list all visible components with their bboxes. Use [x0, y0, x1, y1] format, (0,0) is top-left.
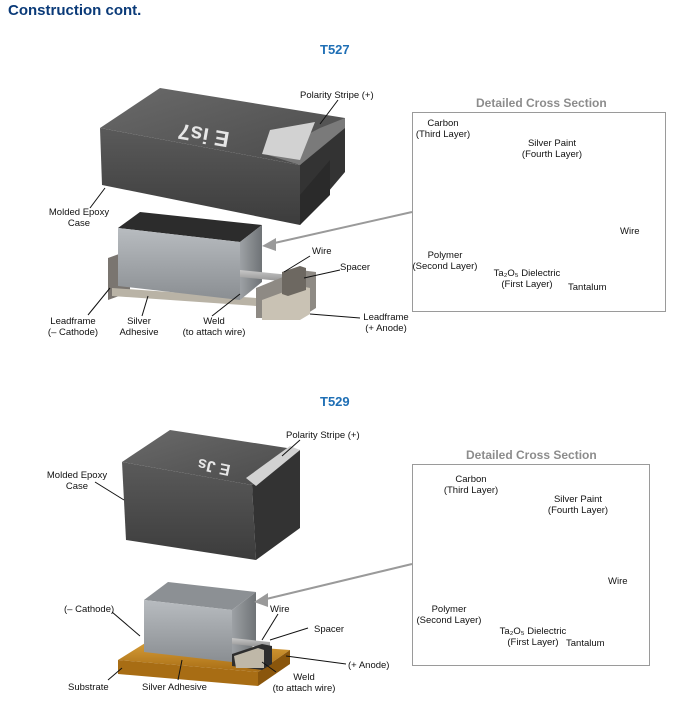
t529-case-marking: E Js [196, 455, 232, 478]
t529-xs-label-polymer-line1: Polymer [431, 604, 467, 615]
t527-xs-label-polymer-line2: (Second Layer) [412, 261, 478, 272]
t529-polarity-stripe [246, 446, 300, 486]
t529-label-substrate: Substrate [68, 682, 109, 693]
t529-xs-label-dielectric-line2: (First Layer) [507, 637, 559, 648]
t527-xs-label-silver-paint: Silver Paint (Fourth Layer) [512, 138, 592, 160]
t529-label-molded-epoxy-line1: Molded Epoxy [46, 470, 108, 481]
t529-xs-label-dielectric: Ta₂O₅ Dielectric (First Layer) [490, 626, 576, 648]
t527-label-leadframe-anode-line1: Leadframe [363, 312, 409, 323]
t529-label-anode: (+ Anode) [348, 660, 390, 671]
t529-cross-section-box [412, 464, 650, 666]
t527-xs-label-dielectric: Ta₂O₅ Dielectric (First Layer) [484, 268, 570, 290]
t527-label-molded-epoxy: Molded Epoxy Case [42, 207, 116, 229]
t527-model-title: T527 [320, 42, 350, 57]
t529-xs-label-silver-paint-line1: Silver Paint [553, 494, 603, 505]
t527-xs-label-carbon-line2: (Third Layer) [415, 129, 471, 140]
t527-label-leadframe-cathode-line1: Leadframe [50, 316, 96, 327]
t529-label-cathode: (– Cathode) [64, 604, 115, 615]
t529-label-weld-line2: (to attach wire) [272, 683, 336, 694]
t527-xs-label-polymer: Polymer (Second Layer) [412, 250, 478, 272]
t527-label-silver-adhesive: Silver Adhesive [112, 316, 166, 338]
t529-label-wire: Wire [270, 604, 290, 615]
t527-xs-label-carbon-line1: Carbon [427, 118, 459, 129]
t527-label-silver-adhesive-line1: Silver [127, 316, 151, 327]
t527-xs-label-carbon: Carbon (Third Layer) [412, 118, 474, 140]
t529-label-molded-epoxy-line2: Case [65, 481, 89, 492]
t527-internal-assembly [108, 212, 316, 320]
t529-xs-label-silver-paint: Silver Paint (Fourth Layer) [538, 494, 618, 516]
t527-label-wire: Wire [312, 246, 332, 257]
t527-label-weld-line1: Weld [203, 316, 225, 327]
t529-xs-label-carbon-line2: (Third Layer) [443, 485, 499, 496]
t529-epoxy-case [122, 430, 300, 560]
t529-xs-label-carbon: Carbon (Third Layer) [440, 474, 502, 496]
t527-label-weld: Weld (to attach wire) [172, 316, 256, 338]
t529-label-silver-adhesive: Silver Adhesive [142, 682, 207, 693]
t529-label-spacer: Spacer [314, 624, 345, 635]
t529-xs-label-dielectric-line1: Ta₂O₅ Dielectric [499, 626, 567, 637]
t527-label-weld-line2: (to attach wire) [182, 327, 246, 338]
t529-internal-assembly [118, 582, 290, 686]
t529-label-molded-epoxy: Molded Epoxy Case [40, 470, 114, 492]
t527-xs-label-dielectric-line2: (First Layer) [501, 279, 553, 290]
t527-xs-label-wire: Wire [620, 226, 640, 237]
t527-epoxy-case [100, 88, 345, 225]
t527-xs-label-dielectric-line1: Ta₂O₅ Dielectric [493, 268, 561, 279]
t527-xs-label-polymer-line1: Polymer [427, 250, 463, 261]
t527-label-silver-adhesive-line2: Adhesive [119, 327, 159, 338]
t527-xs-label-silver-paint-line2: (Fourth Layer) [521, 149, 583, 160]
t529-xs-label-carbon-line1: Carbon [455, 474, 487, 485]
t529-label-weld: Weld (to attach wire) [262, 672, 346, 694]
t527-polarity-stripe [262, 122, 315, 160]
t527-xs-label-tantalum: Tantalum [568, 282, 607, 293]
t529-xs-label-silver-paint-line2: (Fourth Layer) [547, 505, 609, 516]
t527-xs-label-silver-paint-line1: Silver Paint [527, 138, 577, 149]
t527-cross-section-title: Detailed Cross Section [476, 96, 607, 110]
t529-cross-section-title: Detailed Cross Section [466, 448, 597, 462]
t527-label-leadframe-cathode: Leadframe (– Cathode) [38, 316, 108, 338]
t529-xs-label-polymer-line2: (Second Layer) [416, 615, 482, 626]
t529-xs-label-wire: Wire [608, 576, 628, 587]
t527-label-leadframe-cathode-line2: (– Cathode) [47, 327, 99, 338]
t527-cross-section-box [412, 112, 666, 312]
t527-label-leadframe-anode-line2: (+ Anode) [365, 323, 407, 334]
t527-label-molded-epoxy-line1: Molded Epoxy [48, 207, 110, 218]
t529-label-polarity-stripe: Polarity Stripe (+) [286, 430, 360, 441]
t527-label-polarity-stripe: Polarity Stripe (+) [300, 90, 374, 101]
t529-model-title: T529 [320, 394, 350, 409]
t529-xs-label-polymer: Polymer (Second Layer) [416, 604, 482, 626]
t527-label-leadframe-anode: Leadframe (+ Anode) [356, 312, 416, 334]
t527-label-molded-epoxy-line2: Case [67, 218, 91, 229]
t529-label-weld-line1: Weld [293, 672, 315, 683]
t527-label-spacer: Spacer [340, 262, 371, 273]
page-heading: Construction cont. [8, 2, 142, 19]
t529-xs-label-tantalum: Tantalum [566, 638, 605, 649]
